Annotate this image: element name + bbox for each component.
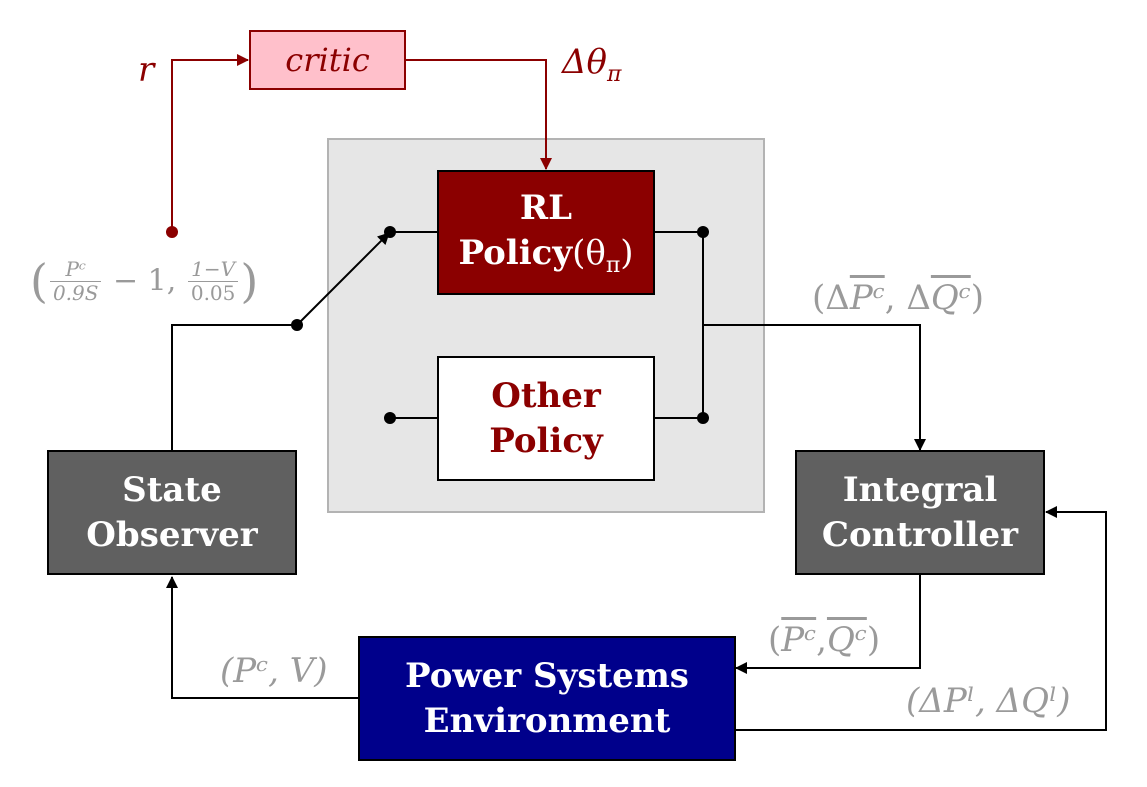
policy-to-integral-arrow — [703, 324, 926, 451]
state-observer-block: State Observer — [47, 450, 297, 575]
other-policy-line1: Other — [491, 375, 601, 416]
observer-to-switch-line — [171, 324, 297, 450]
delta-theta-label: Δθπ — [562, 42, 622, 87]
power-systems-line1: Power Systems — [405, 655, 689, 696]
state-observer-line2: Observer — [86, 514, 258, 555]
switch-arm — [296, 232, 390, 326]
power-systems-line2: Environment — [423, 700, 671, 741]
power-systems-block: Power Systems Environment — [358, 636, 736, 761]
critic-to-rl-policy-arrow — [406, 59, 552, 170]
reward-source-dot — [166, 226, 178, 238]
integral-to-power-arrow — [735, 575, 921, 674]
setpoint-label: (Pᶜ,Qᶜ) — [768, 620, 881, 660]
delta-setpoint-label: (ΔPᶜ, ΔQᶜ) — [812, 278, 985, 318]
other-policy-line2: Policy — [489, 420, 603, 461]
integral-controller-line2: Controller — [821, 514, 1019, 555]
rl-policy-block: RL Policy(θπ) — [437, 170, 655, 295]
integral-controller-line1: Integral — [842, 469, 998, 510]
measurement-label: (Pᶜ, V) — [220, 651, 328, 691]
integral-controller-block: Integral Controller — [795, 450, 1045, 575]
reward-label: r — [138, 50, 155, 90]
switch-pivot-dot — [291, 319, 303, 331]
critic-block: critic — [249, 30, 406, 90]
reward-to-critic-arrow — [171, 54, 249, 232]
critic-label: critic — [285, 41, 370, 79]
load-change-label: (ΔPˡ, ΔQˡ) — [906, 681, 1071, 721]
rl-policy-line1: RL — [519, 187, 573, 228]
power-to-observer-arrow — [166, 576, 358, 699]
rl-policy-line2: Policy(θπ) — [458, 232, 634, 278]
other-policy-block: Other Policy — [437, 356, 655, 481]
power-to-integral-arrow — [736, 506, 1107, 731]
state-observer-line1: State — [122, 469, 222, 510]
